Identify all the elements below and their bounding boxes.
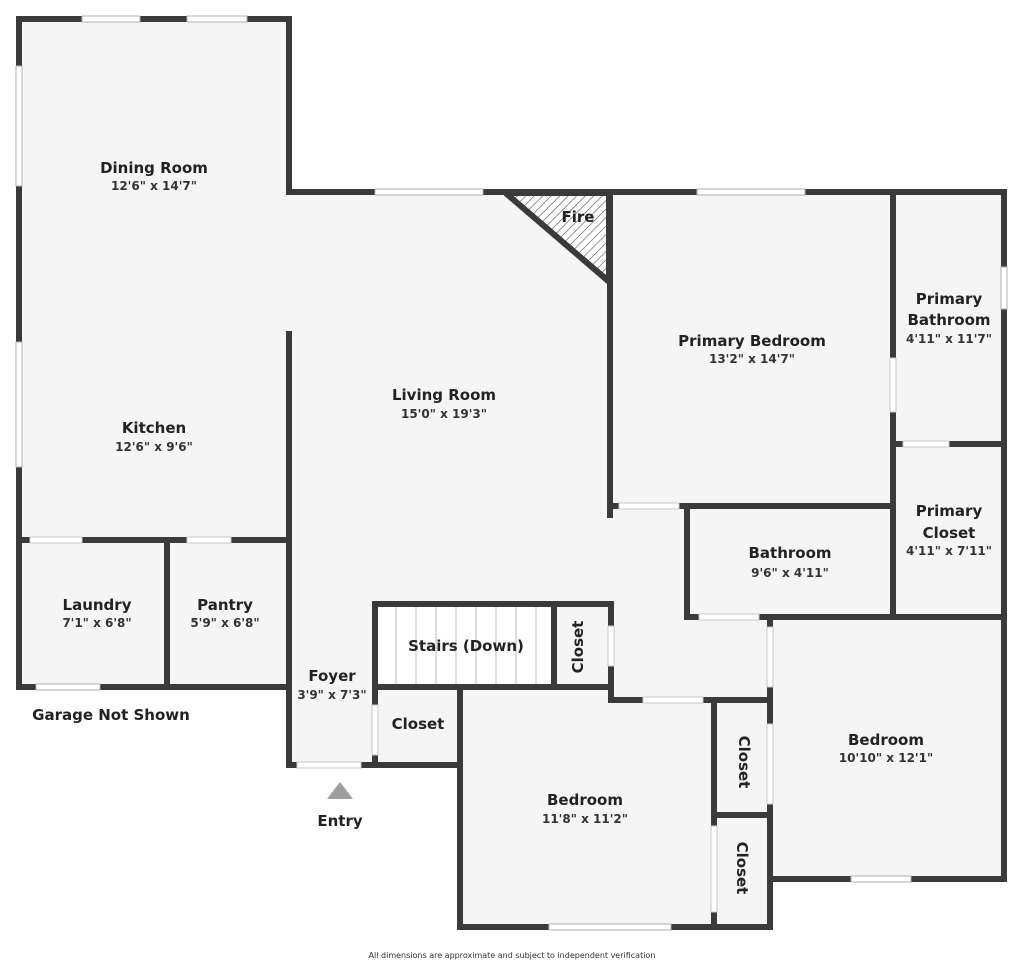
pantry-name: Pantry — [197, 596, 253, 614]
windows — [15, 15, 1008, 931]
primary-bedroom-dims: 13'2" x 14'7" — [709, 352, 795, 366]
laundry-dims: 7'1" x 6'8" — [62, 616, 131, 630]
kitchen-name: Kitchen — [122, 419, 186, 437]
bedroom-center-dims: 11'8" x 11'2" — [542, 812, 628, 826]
stairs-name: Stairs (Down) — [408, 637, 524, 655]
primary-closet-name-line1: Primary — [916, 502, 983, 520]
door-gaps — [29, 357, 950, 913]
pantry-dims: 5'9" x 6'8" — [190, 616, 259, 630]
bedroom-right-dims: 10'10" x 12'1" — [839, 751, 933, 765]
foyer-name: Foyer — [308, 667, 356, 685]
primary-bathroom-dims: 4'11" x 11'7" — [906, 332, 992, 346]
kitchen-dims: 12'6" x 9'6" — [115, 440, 193, 454]
fireplace-label: Fire — [562, 208, 595, 226]
foyer-closet-name: Closet — [392, 715, 445, 733]
stairs — [378, 607, 551, 684]
dining-room-name: Dining Room — [100, 159, 208, 177]
bedroom-right-name: Bedroom — [848, 731, 924, 749]
primary-bedroom-name: Primary Bedroom — [678, 332, 826, 350]
primary-bathroom-name-line2: Bathroom — [907, 311, 990, 329]
bathroom-dims: 9'6" x 4'11" — [751, 566, 829, 580]
primary-closet-dims: 4'11" x 7'11" — [906, 544, 992, 558]
garage-note: Garage Not Shown — [32, 706, 190, 724]
mid-closet-lower-name: Closet — [733, 842, 751, 895]
living-room-name: Living Room — [392, 386, 496, 404]
mid-closet-upper-name: Closet — [735, 736, 753, 789]
foyer-dims: 3'9" x 7'3" — [297, 688, 366, 702]
floor-fills — [19, 19, 1004, 927]
laundry-name: Laundry — [63, 596, 132, 614]
stairs-closet-name: Closet — [569, 621, 587, 674]
primary-closet-name-line2: Closet — [923, 524, 976, 542]
living-room-dims: 15'0" x 19'3" — [401, 407, 487, 421]
bathroom-name: Bathroom — [748, 544, 831, 562]
entry-arrow-icon — [327, 782, 353, 799]
dining-room-dims: 12'6" x 14'7" — [111, 179, 197, 193]
entry-label: Entry — [317, 812, 362, 830]
disclaimer: All dimensions are approximate and subje… — [369, 951, 656, 960]
primary-bathroom-name-line1: Primary — [916, 290, 983, 308]
bedroom-center-name: Bedroom — [547, 791, 623, 809]
